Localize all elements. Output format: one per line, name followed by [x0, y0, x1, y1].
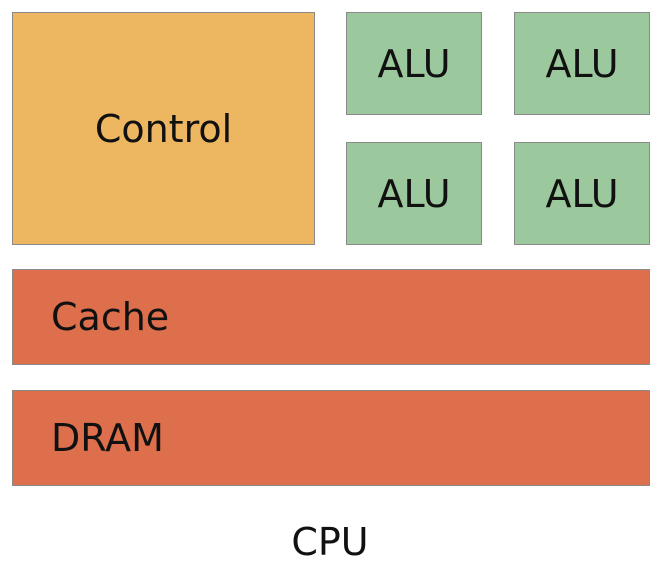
dram-label: DRAM [51, 416, 164, 460]
alu-label: ALU [377, 171, 451, 216]
control-label: Control [94, 106, 233, 151]
diagram-caption: CPU [291, 520, 369, 564]
alu-label: ALU [377, 41, 451, 86]
alu-block: ALU [346, 142, 482, 245]
alu-label: ALU [545, 171, 619, 216]
cache-label: Cache [51, 295, 170, 339]
alu-block: ALU [514, 142, 650, 245]
dram-block: DRAM [12, 390, 650, 486]
cache-block: Cache [12, 269, 650, 365]
alu-block: ALU [346, 12, 482, 115]
control-block: Control [12, 12, 315, 245]
alu-label: ALU [545, 41, 619, 86]
alu-block: ALU [514, 12, 650, 115]
